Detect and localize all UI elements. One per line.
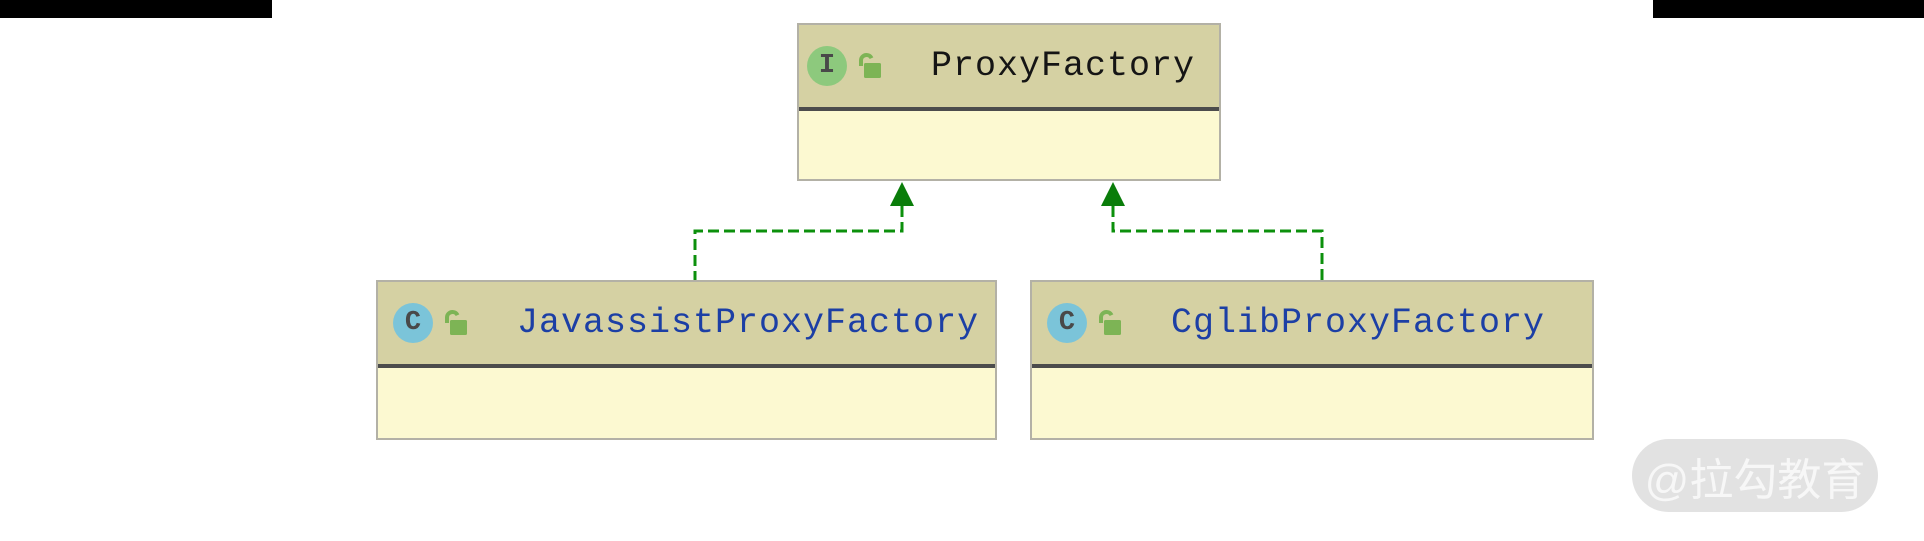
inheritance-arrowhead-icon — [1101, 182, 1125, 206]
interface-name: ProxyFactory — [931, 46, 1196, 86]
top-left-black-bar — [0, 0, 272, 18]
top-right-black-bar — [1653, 0, 1924, 18]
class-badge-icon: C — [1047, 303, 1087, 343]
uml-node-cglibproxyfactory[interactable]: C CglibProxyFactory — [1030, 280, 1594, 440]
realization-edge-javassist-to-proxyfactory[interactable] — [693, 182, 914, 281]
unlocked-padlock-icon — [1095, 309, 1125, 337]
uml-node-body — [378, 368, 995, 438]
uml-node-header: I ProxyFactory — [799, 25, 1219, 107]
watermark-text: @拉勾教育 — [1644, 455, 1866, 505]
uml-node-header: C JavassistProxyFactory — [378, 282, 995, 364]
class-name: JavassistProxyFactory — [517, 303, 980, 343]
unlocked-padlock-icon — [441, 309, 471, 337]
unlocked-padlock-icon — [855, 52, 885, 80]
header-divider — [1032, 364, 1592, 368]
header-divider — [378, 364, 995, 368]
realization-edge-cglib-to-proxyfactory[interactable] — [1101, 182, 1324, 281]
uml-node-proxyfactory[interactable]: I ProxyFactory — [797, 23, 1221, 181]
inheritance-arrowhead-icon — [890, 182, 914, 206]
class-name: CglibProxyFactory — [1171, 303, 1546, 343]
class-badge-icon: C — [393, 303, 433, 343]
uml-node-body — [799, 111, 1219, 179]
header-divider — [799, 107, 1219, 111]
uml-node-body — [1032, 368, 1592, 438]
interface-badge-icon: I — [807, 46, 847, 86]
watermark-badge: @拉勾教育 — [1632, 439, 1878, 512]
uml-node-header: C CglibProxyFactory — [1032, 282, 1592, 364]
uml-node-javassistproxyfactory[interactable]: C JavassistProxyFactory — [376, 280, 997, 440]
